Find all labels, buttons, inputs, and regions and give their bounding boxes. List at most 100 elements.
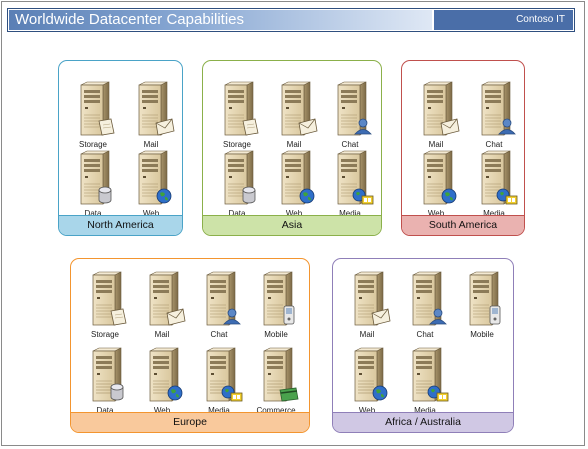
server-label: Mail — [428, 140, 444, 149]
user-icon — [223, 308, 241, 325]
document-icon — [242, 118, 259, 136]
title-bar: Worldwide Datacenter Capabilities Contos… — [7, 8, 575, 32]
server-mail: Mail — [129, 81, 175, 149]
region-label: Africa / Australia — [333, 412, 513, 432]
mail-icon — [371, 308, 391, 326]
user-icon — [429, 308, 447, 325]
brand-label: Contoso IT — [434, 10, 573, 30]
server-tower-icon — [149, 271, 179, 326]
media-icon — [496, 188, 518, 205]
server-media: Media — [197, 347, 243, 415]
server-mail: Mail — [345, 271, 391, 339]
database-icon — [242, 186, 256, 204]
server-web: Web — [140, 347, 184, 415]
database-icon — [110, 383, 124, 401]
server-tower-icon — [354, 271, 384, 326]
server-label: Media — [414, 406, 436, 415]
region-africa-australia: Mail Chat Mobile — [332, 258, 514, 433]
server-label: Web — [153, 406, 171, 415]
server-chat: Chat — [403, 271, 447, 339]
server-label: Mail — [286, 140, 302, 149]
media-icon — [221, 385, 243, 402]
document-icon — [110, 308, 127, 326]
server-label: Storage — [222, 140, 252, 149]
page-title: Worldwide Datacenter Capabilities — [9, 10, 432, 30]
server-label: Commerce — [256, 406, 296, 415]
server-chat: Chat — [197, 271, 241, 339]
region-asia: Storage Mail Chat — [202, 60, 382, 236]
region-label: Asia — [203, 215, 381, 235]
server-data: Data — [71, 150, 115, 218]
server-media: Media — [472, 150, 518, 218]
server-tower-icon — [206, 271, 236, 326]
server-web: Web — [414, 150, 458, 218]
server-label: Storage — [90, 330, 120, 339]
server-tower-icon — [469, 271, 499, 326]
server-tower-icon — [138, 150, 168, 205]
region-label: Europe — [71, 412, 309, 432]
server-label: Media — [208, 406, 230, 415]
region-label: North America — [59, 215, 182, 235]
server-label: Mail — [143, 140, 159, 149]
server-label: Web — [142, 209, 160, 218]
user-icon — [498, 118, 516, 135]
server-chat: Chat — [328, 81, 372, 149]
server-mobile: Mobile — [460, 271, 504, 339]
server-mail: Mail — [272, 81, 318, 149]
server-label: Mail — [154, 330, 170, 339]
server-media: Media — [328, 150, 374, 218]
region-label: South America — [402, 215, 524, 235]
server-label: Chat — [341, 140, 359, 149]
region-north-america: Storage Mail Data — [58, 60, 183, 236]
media-icon — [427, 385, 449, 402]
media-icon — [352, 188, 374, 205]
server-storage: Storage — [71, 81, 115, 149]
server-label: Mail — [359, 330, 375, 339]
server-label: Storage — [78, 140, 108, 149]
mail-icon — [298, 118, 318, 136]
mail-icon — [155, 118, 175, 136]
user-icon — [354, 118, 372, 135]
globe-icon — [372, 385, 388, 401]
server-label: Web — [285, 209, 303, 218]
mobile-phone-icon — [489, 305, 501, 325]
region-south-america: Mail Chat Web — [401, 60, 525, 236]
server-tower-icon — [354, 347, 384, 402]
credit-card-icon — [279, 387, 299, 402]
server-mail: Mail — [140, 271, 186, 339]
server-storage: Storage — [215, 81, 259, 149]
server-data: Data — [215, 150, 259, 218]
server-storage: Storage — [83, 271, 127, 339]
server-label: Media — [339, 209, 361, 218]
server-label: Media — [483, 209, 505, 218]
globe-icon — [156, 188, 172, 204]
mobile-phone-icon — [283, 305, 295, 325]
server-web: Web — [272, 150, 316, 218]
server-label: Mobile — [264, 330, 288, 339]
server-label: Chat — [210, 330, 228, 339]
globe-icon — [441, 188, 457, 204]
server-media: Media — [403, 347, 449, 415]
mail-icon — [166, 308, 186, 326]
document-icon — [98, 118, 115, 136]
region-europe: Storage Mail Chat — [70, 258, 310, 433]
server-commerce: Commerce — [254, 347, 299, 415]
database-icon — [98, 186, 112, 204]
server-mobile: Mobile — [254, 271, 298, 339]
server-label: Data — [96, 406, 114, 415]
server-chat: Chat — [472, 81, 516, 149]
server-label: Mobile — [470, 330, 494, 339]
server-mail: Mail — [414, 81, 460, 149]
server-tower-icon — [281, 150, 311, 205]
globe-icon — [167, 385, 183, 401]
server-web: Web — [345, 347, 389, 415]
server-label: Web — [427, 209, 445, 218]
server-label: Chat — [485, 140, 503, 149]
globe-icon — [299, 188, 315, 204]
server-web: Web — [129, 150, 173, 218]
server-data: Data — [83, 347, 127, 415]
mail-icon — [440, 118, 460, 136]
server-label: Data — [228, 209, 246, 218]
server-label: Data — [84, 209, 102, 218]
